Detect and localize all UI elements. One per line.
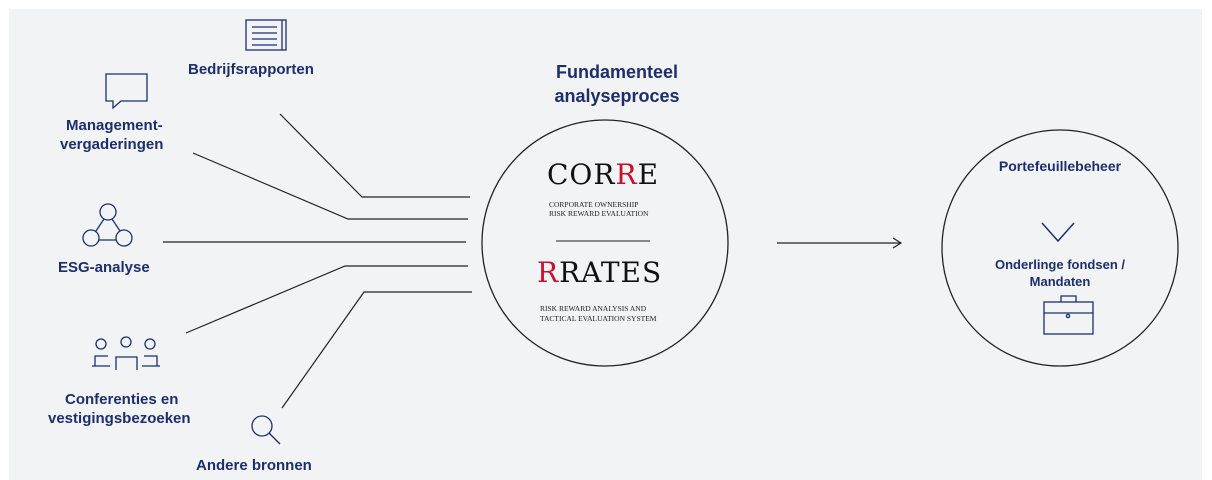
process-title-line2: analyseproces xyxy=(554,86,680,106)
document-icon xyxy=(245,19,287,51)
diagram-background xyxy=(9,9,1202,480)
rrates-desc-line1: RISK REWARD ANALYSIS AND xyxy=(540,304,647,313)
portfolio-circle xyxy=(941,129,1179,367)
connector-andere xyxy=(281,291,472,409)
portfolio-sub-line1: Onderlinge fondsen / xyxy=(994,257,1125,272)
source-management-line2: vergaderingen xyxy=(60,136,164,153)
flow-arrow-head xyxy=(892,237,903,249)
source-esg: ESG-analyse xyxy=(58,259,150,276)
connector-management xyxy=(192,152,468,220)
source-bedrijfsrapporten: Bedrijfsrapporten xyxy=(188,61,314,78)
portfolio-sub-line2: Mandaten xyxy=(1029,274,1091,289)
corre-red-letter: R xyxy=(615,158,638,191)
portfolio-title: Portefeuillebeheer xyxy=(998,158,1122,174)
people-icon xyxy=(92,336,160,370)
source-conferenties-line2: vestigingsbezoeken xyxy=(48,410,191,427)
source-management-line1: Management- xyxy=(66,117,163,134)
corre-suffix: E xyxy=(637,158,660,191)
magnifier-icon xyxy=(251,415,281,445)
source-andere: Andere bronnen xyxy=(196,457,312,474)
rrates-red-letter: R xyxy=(537,256,560,289)
process-circle xyxy=(481,119,729,367)
rrates-suffix: RATES xyxy=(559,256,663,289)
corre-logo: CORRE xyxy=(547,158,659,191)
process-title-line1: Fundamenteel xyxy=(555,62,679,82)
rrates-desc-line2: TACTICAL EVALUATION SYSTEM xyxy=(540,314,657,323)
connector-conferenties xyxy=(185,265,468,334)
network-icon xyxy=(82,203,133,247)
corre-prefix: COR xyxy=(547,158,616,191)
source-conferenties-line1: Conferenties en xyxy=(65,391,179,408)
corre-desc-line1: CORPORATE OWNERSHIP xyxy=(549,200,639,209)
chevron-down-icon xyxy=(1041,222,1075,243)
rrates-logo: RRATES xyxy=(537,256,662,289)
speech-bubble-icon xyxy=(105,73,148,110)
briefcase-icon xyxy=(1043,295,1094,335)
connector-bedrijfsrapporten xyxy=(279,113,470,198)
corre-desc-line2: RISK REWARD EVALUATION xyxy=(549,209,649,218)
